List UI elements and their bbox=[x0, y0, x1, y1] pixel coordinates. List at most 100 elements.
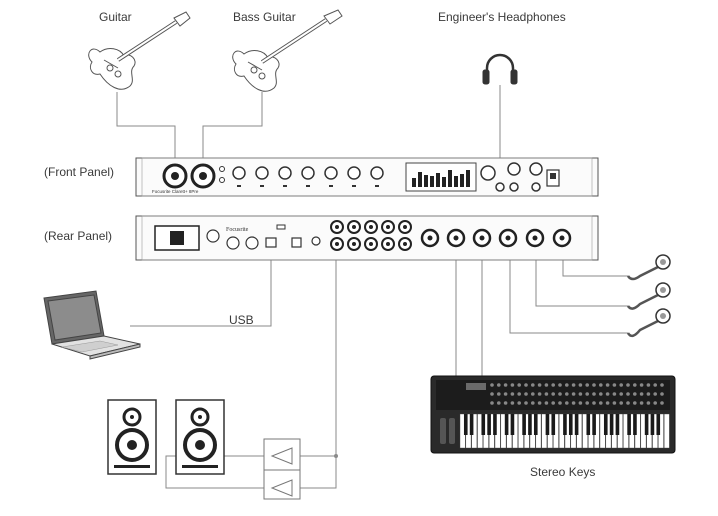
rear-panel-label: (Rear Panel) bbox=[44, 229, 113, 243]
synth-knob bbox=[585, 383, 589, 387]
synth-knob bbox=[558, 392, 562, 396]
synth-knob bbox=[592, 401, 596, 405]
mic2-cable bbox=[535, 244, 628, 307]
synth-knob bbox=[517, 392, 521, 396]
synth-knob bbox=[605, 383, 610, 387]
synth-knob bbox=[571, 392, 576, 396]
synth-knob bbox=[551, 392, 555, 396]
white-key bbox=[663, 413, 670, 449]
synth-knob bbox=[646, 392, 651, 396]
synth-knob bbox=[531, 383, 535, 387]
synth-knob bbox=[551, 383, 555, 387]
studio-monitor-right bbox=[175, 399, 225, 475]
synth-knob bbox=[537, 392, 542, 396]
synth-knob bbox=[510, 392, 515, 396]
synthesizer-icon bbox=[430, 375, 676, 454]
black-key bbox=[650, 414, 655, 435]
black-key bbox=[510, 414, 515, 435]
front-combo-inputs bbox=[162, 163, 216, 189]
synth-knob bbox=[490, 392, 494, 396]
synth-knob bbox=[592, 383, 596, 387]
synth-knob bbox=[612, 392, 617, 396]
usb-port bbox=[265, 237, 277, 248]
synth-knob bbox=[537, 401, 542, 405]
synth-knob bbox=[578, 383, 583, 387]
studio-monitor-left bbox=[107, 399, 157, 475]
black-key bbox=[609, 414, 614, 435]
synth-knob bbox=[653, 401, 657, 405]
monitor-left-cable bbox=[165, 455, 266, 466]
synth-knob bbox=[633, 401, 637, 405]
synth-knob bbox=[592, 392, 596, 396]
synth-knob bbox=[497, 383, 501, 387]
synth-knob bbox=[544, 401, 549, 405]
synth-knob bbox=[646, 401, 651, 405]
synth-knob bbox=[619, 383, 623, 387]
synth-knob bbox=[503, 392, 508, 396]
black-key bbox=[487, 414, 491, 435]
synth-knob bbox=[578, 392, 583, 396]
synth-knob bbox=[605, 401, 610, 405]
front-panel: Focusrite Clarett+ 8Pre bbox=[135, 157, 599, 197]
synth-knob bbox=[633, 383, 637, 387]
guitar-cable bbox=[116, 92, 176, 160]
synth-knob bbox=[626, 392, 630, 396]
synth-knob bbox=[653, 383, 657, 387]
synth-knob bbox=[633, 392, 637, 396]
black-key bbox=[633, 414, 637, 435]
stereo-keys-label: Stereo Keys bbox=[530, 465, 596, 479]
microphone-icon bbox=[626, 254, 671, 281]
synth-knob bbox=[626, 401, 630, 405]
synth-knob bbox=[585, 401, 589, 405]
synth-knob bbox=[619, 392, 623, 396]
rear-brand-text: Focusrite bbox=[226, 227, 249, 233]
synth-knob bbox=[578, 401, 583, 405]
black-key bbox=[592, 414, 596, 435]
synth-knob bbox=[544, 383, 549, 387]
black-key bbox=[627, 414, 631, 435]
synth-knob bbox=[599, 401, 603, 405]
synth-knob bbox=[517, 401, 521, 405]
black-key bbox=[469, 414, 474, 435]
usb-label: USB bbox=[229, 313, 254, 327]
black-key bbox=[586, 414, 591, 435]
synth-knob bbox=[544, 392, 549, 396]
synth-knob bbox=[510, 401, 515, 405]
synth-knob bbox=[497, 392, 501, 396]
synth-knob bbox=[531, 392, 535, 396]
monitor-right-cable bbox=[165, 466, 266, 489]
synth-knob bbox=[490, 401, 494, 405]
guitar-label: Guitar bbox=[99, 10, 132, 24]
synth-knob bbox=[565, 401, 569, 405]
synth-knob bbox=[524, 392, 528, 396]
synth-knob bbox=[524, 401, 528, 405]
synth-knob bbox=[551, 401, 555, 405]
black-key bbox=[504, 414, 509, 435]
black-key bbox=[644, 414, 649, 435]
synth-knob bbox=[571, 383, 576, 387]
synth-knob bbox=[605, 392, 610, 396]
usb-cable bbox=[130, 250, 272, 327]
synth-knob bbox=[503, 383, 508, 387]
black-key bbox=[551, 414, 556, 435]
synth-knob bbox=[537, 383, 542, 387]
synth-knob bbox=[497, 401, 501, 405]
synth-knob bbox=[612, 383, 617, 387]
synth-knob bbox=[490, 383, 494, 387]
synth-knob bbox=[599, 392, 603, 396]
synth-knob bbox=[517, 383, 521, 387]
black-key bbox=[533, 414, 538, 435]
black-key bbox=[656, 414, 661, 435]
synth-knob bbox=[510, 383, 515, 387]
synth-knob bbox=[660, 383, 664, 387]
laptop-icon bbox=[43, 290, 141, 360]
synth-knob bbox=[660, 401, 664, 405]
synth-knob bbox=[619, 401, 623, 405]
synth-knob bbox=[531, 401, 535, 405]
black-key bbox=[493, 414, 497, 435]
synth-knob bbox=[503, 401, 508, 405]
front-panel-label: (Front Panel) bbox=[44, 165, 115, 179]
line-outputs bbox=[330, 220, 412, 251]
